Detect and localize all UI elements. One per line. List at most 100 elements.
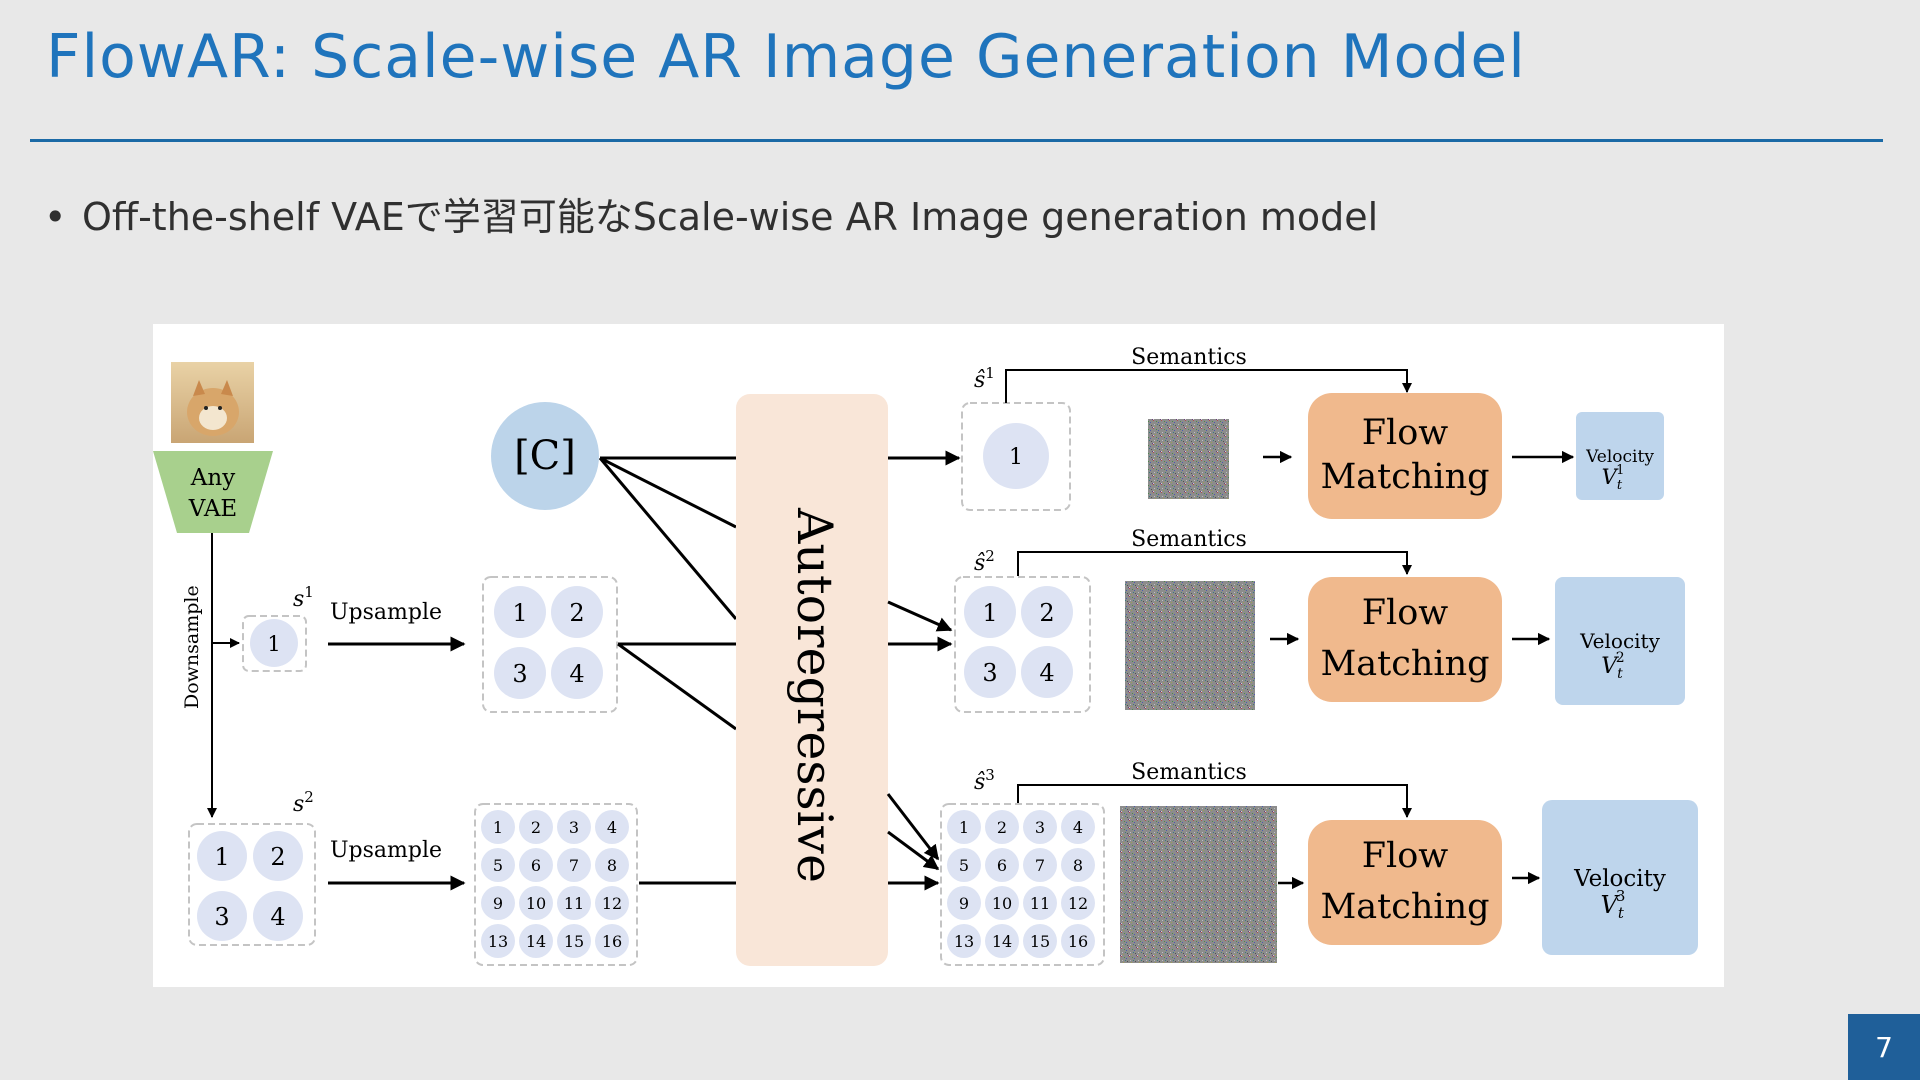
- velocity-block-3: [1542, 800, 1698, 955]
- token: [481, 810, 515, 844]
- svg-text:2: 2: [1039, 599, 1054, 627]
- s1-token-box: [242, 615, 307, 672]
- shat2-token-grid: 1 2 3 4: [964, 586, 1073, 698]
- token-label: 1: [959, 818, 969, 837]
- token-label: 10: [992, 894, 1012, 913]
- token-label: 15: [564, 932, 584, 951]
- token: [519, 924, 553, 958]
- scale-label-shat1: ŝ1: [974, 364, 995, 393]
- token: [557, 848, 591, 882]
- flow-matching-label-1b: Matching: [1320, 457, 1489, 497]
- velocity-symbol-1: Vt1: [1602, 463, 1625, 493]
- token-label: 3: [569, 818, 579, 837]
- velocity-word-3: Velocity: [1573, 866, 1666, 892]
- semantics-label-2: Semantics: [1131, 527, 1247, 552]
- velocity-symbol-2: Vt2: [1601, 650, 1624, 682]
- semantics-label-3: Semantics: [1131, 760, 1247, 785]
- svg-text:1: 1: [982, 599, 997, 627]
- token: [595, 810, 629, 844]
- shat1-token-box: [961, 402, 1071, 511]
- token: [1023, 924, 1057, 958]
- token-label: 4: [1073, 818, 1083, 837]
- velocity-block-1: [1576, 412, 1664, 500]
- token: [1023, 886, 1057, 920]
- upsample-label-2: Upsample: [330, 838, 442, 863]
- svg-text:1: 1: [512, 599, 527, 627]
- output-arrows: [886, 450, 961, 891]
- svg-text:4: 4: [569, 660, 584, 688]
- token: [595, 924, 629, 958]
- token-label: 6: [531, 856, 541, 875]
- velocity-symbol-3: Vt3: [1601, 887, 1626, 922]
- svg-text:4: 4: [1039, 659, 1054, 687]
- token: [519, 886, 553, 920]
- svg-text:1: 1: [214, 843, 229, 871]
- token-label: 10: [526, 894, 546, 913]
- token: [595, 886, 629, 920]
- upsampled-16-box: [474, 803, 638, 966]
- token: [1061, 886, 1095, 920]
- token-label: 7: [1035, 856, 1045, 875]
- semantics-path-3: [1017, 784, 1412, 818]
- token-label: 8: [1073, 856, 1083, 875]
- token: [557, 810, 591, 844]
- flowar-architecture-figure: Any VAE Downsample s1 1 Upsample 1 2 3 4…: [153, 324, 1724, 987]
- token: [519, 848, 553, 882]
- slide-title: FlowAR: Scale-wise AR Image Generation M…: [46, 22, 1526, 92]
- bullet-text: Off-the-shelf VAEで学習可能なScale-wise AR Ima…: [82, 195, 1379, 239]
- page-number-badge: 7: [1848, 1014, 1920, 1080]
- token-label: 1: [267, 632, 280, 656]
- token: [983, 423, 1049, 489]
- scale-label-s1: s1: [293, 583, 314, 612]
- token-label: 5: [959, 856, 969, 875]
- shat3-token-box: [940, 803, 1105, 966]
- noise-image-2: [1125, 581, 1255, 710]
- upsampled-4-box: [482, 576, 618, 713]
- token-label: 8: [607, 856, 617, 875]
- token-label: 9: [959, 894, 969, 913]
- vae-label-line1: Any: [190, 465, 235, 491]
- token-label: 2: [997, 818, 1007, 837]
- token-label: 11: [1030, 894, 1050, 913]
- token-label: 12: [1068, 894, 1088, 913]
- token-label: 3: [1035, 818, 1045, 837]
- noise-image-3: [1120, 806, 1277, 963]
- autoregressive-block: [736, 394, 888, 966]
- title-divider: [30, 139, 1883, 142]
- token: [1023, 810, 1057, 844]
- token: [481, 924, 515, 958]
- token: [985, 886, 1019, 920]
- token-label: 13: [488, 932, 508, 951]
- flow-matching-label-3a: Flow: [1362, 836, 1449, 876]
- flow-matching-block-3: [1308, 820, 1502, 945]
- token-label: 12: [602, 894, 622, 913]
- token-label: 2: [531, 818, 541, 837]
- token-label: 4: [607, 818, 617, 837]
- scale-label-s2: s2: [293, 788, 314, 817]
- flow-matching-block-2: [1308, 577, 1502, 702]
- token-label: 1: [1009, 445, 1023, 470]
- flow-matching-label-3b: Matching: [1320, 887, 1489, 927]
- s2-token-grid: 1 2 3 4: [197, 831, 303, 941]
- token-label: 15: [1030, 932, 1050, 951]
- svg-text:3: 3: [214, 903, 229, 931]
- token-label: 14: [992, 932, 1012, 951]
- token: [1061, 924, 1095, 958]
- input-connector-lines: [598, 456, 738, 885]
- token: [250, 619, 298, 667]
- token: [985, 848, 1019, 882]
- vae-label-line2: VAE: [188, 496, 237, 522]
- token-label: 11: [564, 894, 584, 913]
- upsample-label-1: Upsample: [330, 600, 442, 625]
- svg-text:4: 4: [270, 903, 285, 931]
- token-label: 9: [493, 894, 503, 913]
- token-label: 7: [569, 856, 579, 875]
- token-label: 16: [1068, 932, 1088, 951]
- flow-matching-block-1: [1308, 393, 1502, 519]
- token: [1023, 848, 1057, 882]
- vae-encoder: [153, 451, 273, 533]
- class-token-label: [C]: [514, 433, 576, 479]
- velocity-word-2: Velocity: [1579, 629, 1661, 653]
- token: [985, 924, 1019, 958]
